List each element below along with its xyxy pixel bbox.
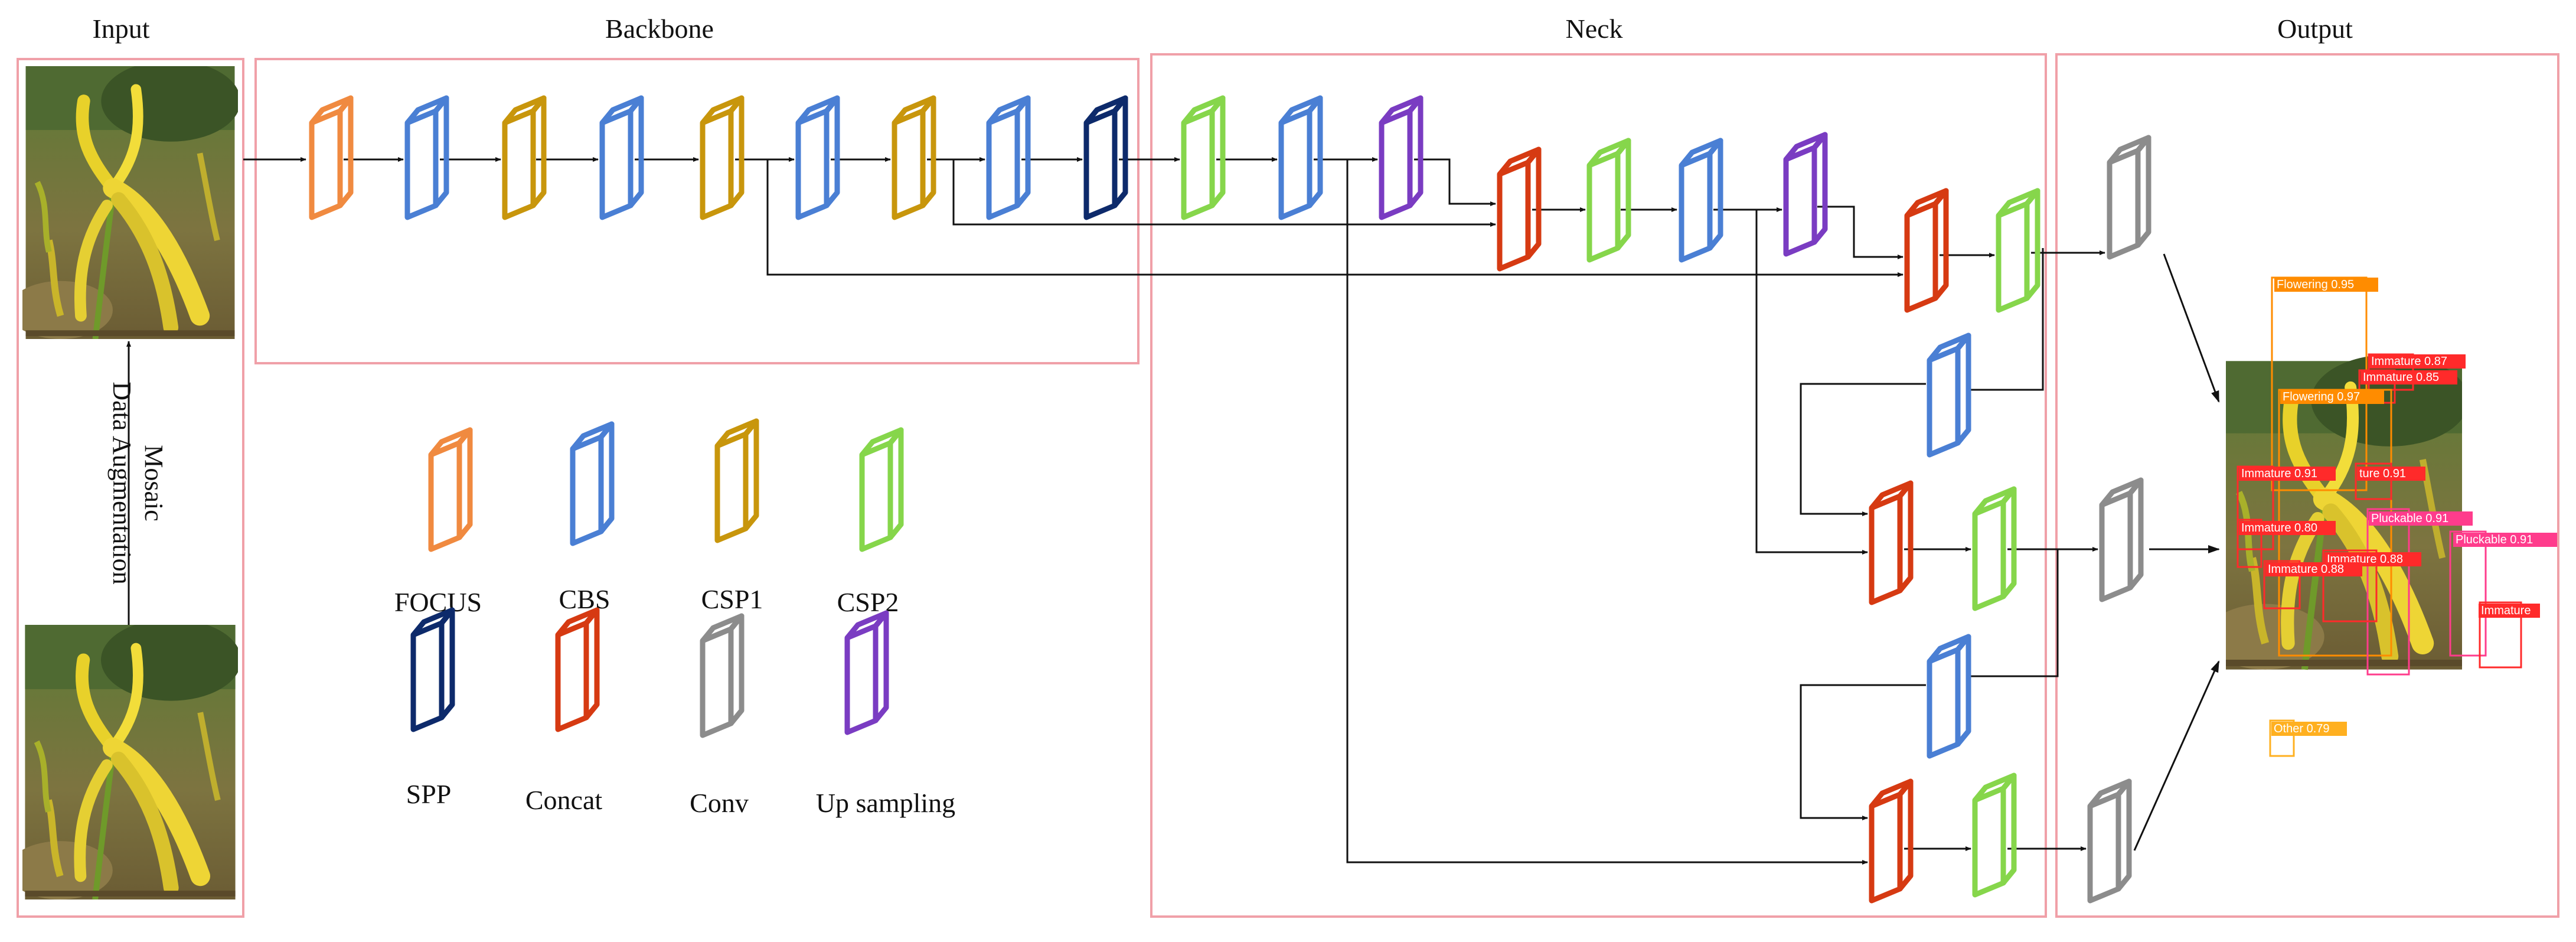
detection-label-bg <box>2265 562 2362 576</box>
neck-csp2-1 <box>1181 95 1226 220</box>
detection-label: ture 0.91 <box>2359 467 2406 480</box>
neck-cbs-3 <box>1679 138 1723 263</box>
detection-box <box>2263 560 2301 609</box>
detection-label: Immature 0.88 <box>2268 563 2344 576</box>
detection-label-bg <box>2239 521 2336 535</box>
section-title-output: Output <box>2277 14 2353 44</box>
detection-label-bg <box>2280 390 2384 404</box>
detection-label: Immature 0.80 <box>2241 521 2317 534</box>
backbone-cbs-2 <box>404 95 449 220</box>
detection-label: Immature 0.91 <box>2241 467 2317 480</box>
detection-label-bg <box>2369 354 2466 369</box>
neck-concat-3 <box>1869 480 1914 605</box>
connections <box>243 157 2220 865</box>
augmentation-line1: Mosaic <box>139 445 168 521</box>
neck-cbs-4 <box>1927 333 1971 458</box>
neck-csp2-4 <box>1972 486 2017 611</box>
legend-csp1-symbol <box>714 418 759 543</box>
legend-concat-symbol <box>555 607 600 732</box>
detection-label-bg <box>2271 722 2347 736</box>
legend-focus-label: FOCUS <box>394 587 482 617</box>
legend-upsampling-symbol <box>844 610 889 735</box>
legend-csp2-label: CSP2 <box>837 587 899 617</box>
neck-frame <box>1150 53 2047 918</box>
detection-box <box>2479 601 2522 669</box>
legend-spp-symbol <box>410 607 455 732</box>
detection-label: Immature 0.87 <box>2371 355 2447 368</box>
detection-label: Immature 0.85 <box>2363 371 2439 384</box>
legend-concat-label: Concat <box>525 785 603 815</box>
detection-label-bg <box>2453 533 2557 547</box>
detection-label: Pluckable 0.91 <box>2371 512 2448 525</box>
output-conv-2 <box>2099 477 2144 602</box>
detection-label-bg <box>2357 467 2425 481</box>
input-image-top <box>8 60 240 339</box>
legend-conv-label: Conv <box>690 788 749 818</box>
legend-spp-label: SPP <box>406 779 452 809</box>
detection-label: Flowering 0.97 <box>2283 390 2360 403</box>
neck-csp2-3 <box>1996 188 2040 313</box>
output-frame <box>2055 53 2559 918</box>
backbone-frame <box>254 58 1140 364</box>
detection-label: Flowering 0.95 <box>2277 278 2354 291</box>
detection-label: Immature <box>2481 604 2531 617</box>
backbone-csp1-7 <box>892 95 936 220</box>
neck-cbs-5 <box>1927 634 1971 759</box>
neck-csp2-2 <box>1586 138 1631 263</box>
backbone-spp-9 <box>1083 95 1128 220</box>
augmentation-line2: Data Augmentation <box>107 382 136 584</box>
legend-csp2-symbol <box>859 427 904 552</box>
detection-box <box>2322 549 2378 622</box>
neck-concat-1 <box>1497 146 1542 272</box>
modules <box>309 95 2151 904</box>
neck-cbs-2 <box>1278 95 1323 220</box>
legend-cbs-label: CBS <box>559 584 610 614</box>
backbone-focus-1 <box>309 95 354 220</box>
neck-concat-4 <box>1869 778 1914 904</box>
output-conv-3 <box>2087 778 2132 904</box>
detection-label: Other 0.79 <box>2274 722 2330 735</box>
backbone-cbs-6 <box>795 95 840 220</box>
neck-upsampling-3 <box>1379 95 1424 220</box>
backbone-csp1-3 <box>502 95 547 220</box>
neck-upsampling-2 <box>1783 132 1828 257</box>
neck-concat-2 <box>1904 188 1949 313</box>
legend-upsampling-label: Up sampling <box>816 788 955 818</box>
detection-box <box>2449 530 2487 657</box>
section-title-backbone: Backbone <box>605 14 714 44</box>
detection-label-bg <box>2369 511 2473 526</box>
backbone-csp1-5 <box>700 95 745 220</box>
backbone-cbs-8 <box>986 95 1031 220</box>
legend-csp1-label: CSP1 <box>701 584 763 614</box>
section-title-neck: Neck <box>1565 14 1622 44</box>
detection-label-bg <box>2479 604 2540 618</box>
input-frame <box>17 58 244 918</box>
detection-box <box>2237 519 2262 568</box>
output-conv-1 <box>2107 135 2151 260</box>
input-image-bottom <box>8 619 241 899</box>
legend-focus-symbol <box>428 427 473 552</box>
legend-cbs-symbol <box>570 421 615 546</box>
legend-conv-symbol <box>700 613 745 738</box>
detection-box <box>2366 508 2410 676</box>
detection-box <box>2269 719 2295 757</box>
detection-label-bg <box>2274 278 2378 292</box>
neck-csp2-5 <box>1972 772 2017 898</box>
detection-label: Pluckable 0.91 <box>2456 533 2533 546</box>
detection-box <box>2355 462 2392 500</box>
detection-label-bg <box>2239 467 2336 481</box>
section-title-input: Input <box>92 14 149 44</box>
backbone-cbs-4 <box>599 95 644 220</box>
detection-label-bg <box>2360 370 2457 384</box>
